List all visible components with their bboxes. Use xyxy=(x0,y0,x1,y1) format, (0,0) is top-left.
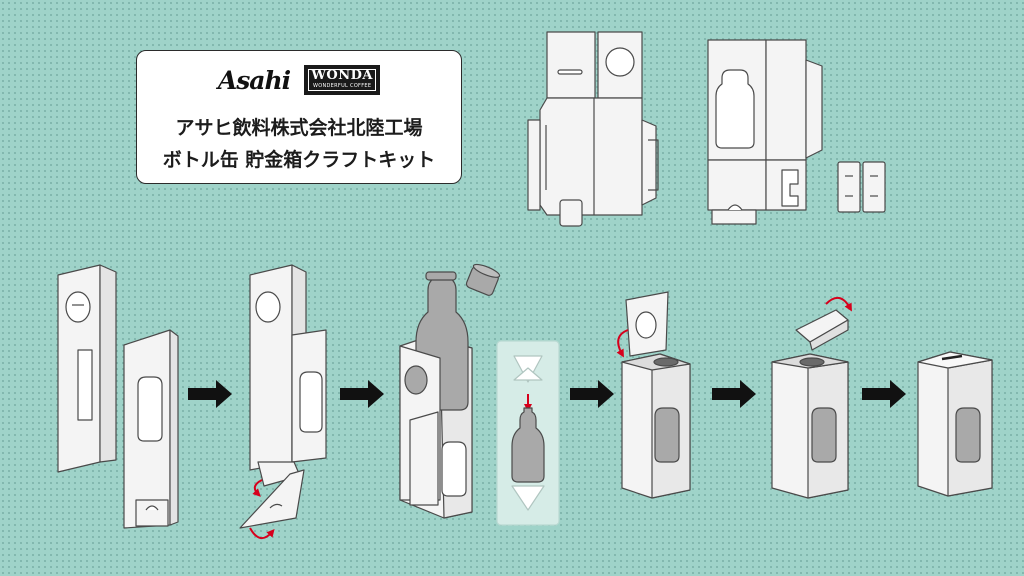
wonda-logo-frame xyxy=(308,69,377,91)
step-1-panels xyxy=(57,264,179,529)
flow-arrow-2 xyxy=(340,380,384,408)
step-2-folding xyxy=(239,264,327,529)
step-5-fold-lid xyxy=(771,309,849,499)
logo-row: Asahi WONDA WONDERFUL COFFEE xyxy=(137,65,461,95)
coin-slot xyxy=(941,354,963,361)
wonda-logo-name: WONDA xyxy=(311,68,373,83)
rotate-arrow-red-3 xyxy=(616,329,629,358)
flow-arrow-5 xyxy=(862,380,906,408)
small-insert-tabs xyxy=(837,161,886,213)
die-cut-sheet-2 xyxy=(707,39,823,225)
asahi-logo: Asahi xyxy=(217,65,291,95)
flow-arrow-3 xyxy=(570,380,614,408)
flow-arrow-1 xyxy=(188,380,232,408)
die-cut-sheet-1 xyxy=(527,31,659,227)
rotate-arrow-red-2 xyxy=(249,527,275,539)
step-3-insert-bottle xyxy=(399,263,501,519)
rotate-arrow-red-1 xyxy=(252,479,263,497)
title-company: アサヒ飲料株式会社北陸工場 xyxy=(175,117,423,139)
title-kit-name: ボトル缶 貯金箱クラフトキット xyxy=(162,149,436,171)
title-card: Asahi WONDA WONDERFUL COFFEE アサヒ飲料株式会社北陸… xyxy=(136,50,462,184)
wonda-logo: WONDA WONDERFUL COFFEE xyxy=(304,65,381,95)
flow-arrow-4 xyxy=(712,380,756,408)
step-6-finished-bank xyxy=(917,351,993,497)
step-4-close-flap xyxy=(621,291,691,499)
rotate-arrow-red-4 xyxy=(825,297,852,312)
bottle-insert-detail xyxy=(496,340,560,526)
wonda-logo-tagline: WONDERFUL COFFEE xyxy=(313,83,372,89)
